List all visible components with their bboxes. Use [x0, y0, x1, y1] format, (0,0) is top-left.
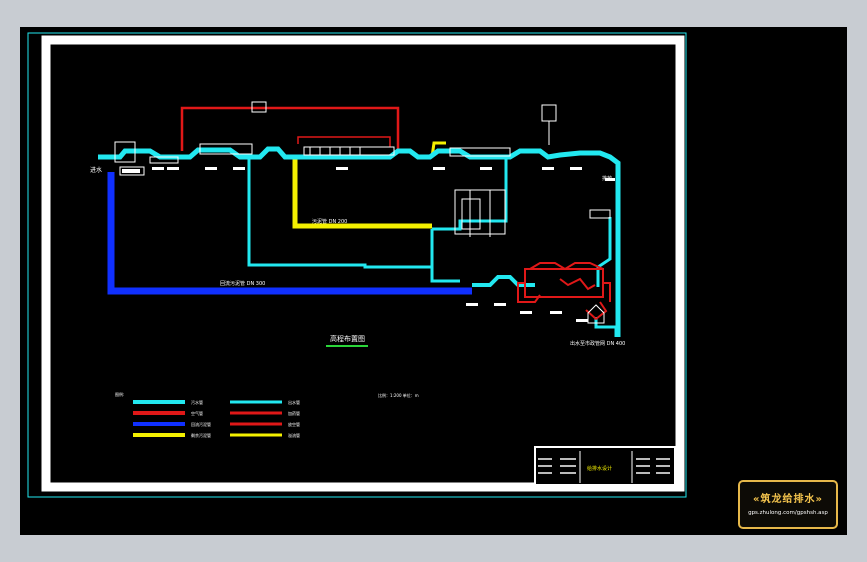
legend-label: 加药管: [288, 410, 300, 416]
scale-note: 比例：1:200 单位：m: [378, 392, 419, 398]
legend-label: 出水管: [288, 399, 300, 405]
cad-viewport[interactable]: 进水 污泥管 DN 200 回流污泥管 DN 300 排放 出水至市政管网 DN…: [20, 27, 847, 535]
process-pipe-main: [98, 146, 621, 337]
drawing-title: 高程布置图: [330, 334, 365, 343]
watermark-badge: «筑龙给排水» gps.zhulong.com/gpshsh.asp: [738, 480, 838, 529]
outer-border: [27, 32, 687, 498]
watermark-url: gps.zhulong.com/gpshsh.asp: [748, 510, 828, 516]
discharge-label: 出水至市政管网 DN 400: [570, 340, 625, 347]
legend-label: 空气管: [191, 410, 203, 416]
watermark-title: «筑龙给排水»: [753, 494, 823, 505]
sludge-pipe: [292, 157, 432, 229]
legend-label: 回流污泥管: [191, 421, 211, 427]
title-block: 给排水设计: [534, 446, 676, 486]
legend-label: 剩余污泥管: [191, 432, 211, 438]
drawing-sheet: 进水 污泥管 DN 200 回流污泥管 DN 300 排放 出水至市政管网 DN…: [27, 32, 687, 498]
outfall-label: 排放: [602, 175, 612, 182]
legend-label: 溢流管: [288, 432, 300, 438]
legend-label: 放空管: [288, 421, 300, 427]
legend-label: 污水管: [191, 399, 203, 405]
return-sludge-pipe: [107, 172, 472, 295]
sludge-pipe-label: 污泥管 DN 200: [312, 218, 347, 225]
process-structures: [114, 101, 611, 324]
return-pipe-label: 回流污泥管 DN 300: [220, 280, 265, 287]
inlet-label: 进水: [90, 166, 102, 174]
title-block-stamp: 给排水设计: [587, 465, 612, 472]
elevation-tags: [122, 167, 615, 322]
air-pipe-top: [180, 106, 400, 151]
inner-border: [41, 35, 685, 492]
aeration-network: [517, 262, 611, 321]
legend-title: 图例:: [115, 391, 124, 397]
